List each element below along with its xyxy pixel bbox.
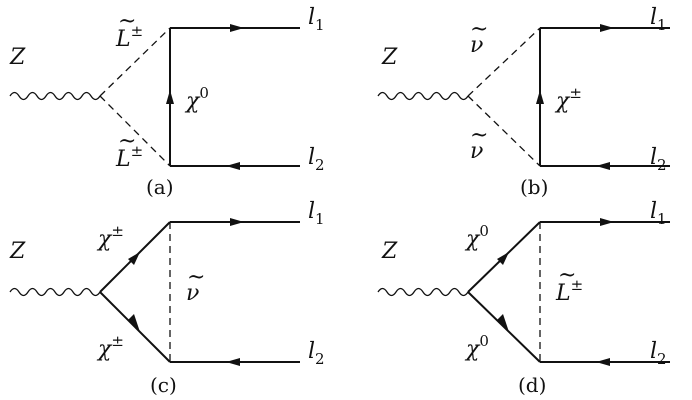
lepton-out-label: l1 (308, 199, 325, 228)
caption: (c) (150, 373, 177, 397)
lower-internal-label: χ± (96, 332, 124, 362)
lower-scalar-line (467, 95, 541, 167)
lower-internal-label: L± (115, 142, 143, 172)
upper-internal-label: ν (470, 33, 483, 58)
vertical-arrow (166, 90, 174, 104)
caption: (d) (518, 373, 546, 397)
vertical-label: χ± (554, 84, 582, 114)
incoming-arrow (596, 358, 610, 366)
lower-scalar-line (99, 95, 171, 167)
upper-internal-label: χ± (96, 222, 124, 252)
lower-internal-label: χ0 (464, 332, 489, 362)
tilde-mark: ~ (118, 129, 136, 154)
lepton-in-label: l2 (650, 145, 667, 174)
outgoing-arrow (600, 24, 614, 32)
diagram-a: Z L± ~ L± ~ χ0 l1 l2 (a) (9, 5, 325, 199)
diagram-d: Z χ0 χ0 L± ~ l1 l2 (d) (377, 199, 670, 397)
boson-label: Z (9, 239, 26, 264)
lepton-in-label: l2 (308, 339, 325, 368)
upper-arrow (497, 252, 509, 265)
z-boson-propagator (377, 91, 469, 101)
upper-scalar-line (467, 27, 541, 97)
z-boson-propagator (377, 287, 469, 297)
lepton-in-label: l2 (308, 145, 325, 174)
tilde-mark: ~ (118, 9, 136, 34)
outgoing-arrow (600, 218, 614, 226)
outgoing-arrow (230, 218, 244, 226)
upper-scalar-line (99, 27, 171, 97)
boson-label: Z (9, 45, 26, 70)
caption: (b) (520, 175, 548, 199)
upper-arrow (128, 252, 140, 265)
caption: (a) (146, 175, 174, 199)
vertical-arrow (536, 90, 544, 104)
z-boson-propagator (9, 287, 101, 297)
tilde-mark: ~ (187, 265, 205, 290)
tilde-mark: ~ (558, 263, 576, 288)
lepton-out-label: l1 (650, 199, 667, 228)
incoming-arrow (226, 358, 240, 366)
incoming-arrow (596, 162, 610, 170)
lepton-out-label: l1 (308, 5, 325, 34)
lower-internal-label: ν (470, 139, 483, 164)
lepton-out-label: l1 (650, 5, 667, 34)
lower-arrow (497, 314, 509, 332)
z-boson-propagator (9, 91, 101, 101)
tilde-mark: ~ (470, 123, 488, 148)
diagram-b: Z ν ~ ν ~ χ± l1 l2 (b) (377, 5, 670, 199)
boson-label: Z (381, 239, 398, 264)
upper-internal-label: χ0 (464, 222, 489, 252)
lepton-in-label: l2 (650, 339, 667, 368)
boson-label: Z (381, 45, 398, 70)
vertical-label: ν (186, 281, 199, 306)
lower-arrow (128, 314, 140, 332)
incoming-arrow (226, 162, 240, 170)
upper-internal-label: L± (115, 22, 143, 52)
outgoing-arrow (230, 24, 244, 32)
diagram-c: Z χ± χ± ν ~ l1 l2 (c) (9, 199, 325, 397)
vertical-label: L± (555, 276, 583, 306)
vertical-label: χ0 (184, 84, 209, 114)
tilde-mark: ~ (470, 17, 488, 42)
